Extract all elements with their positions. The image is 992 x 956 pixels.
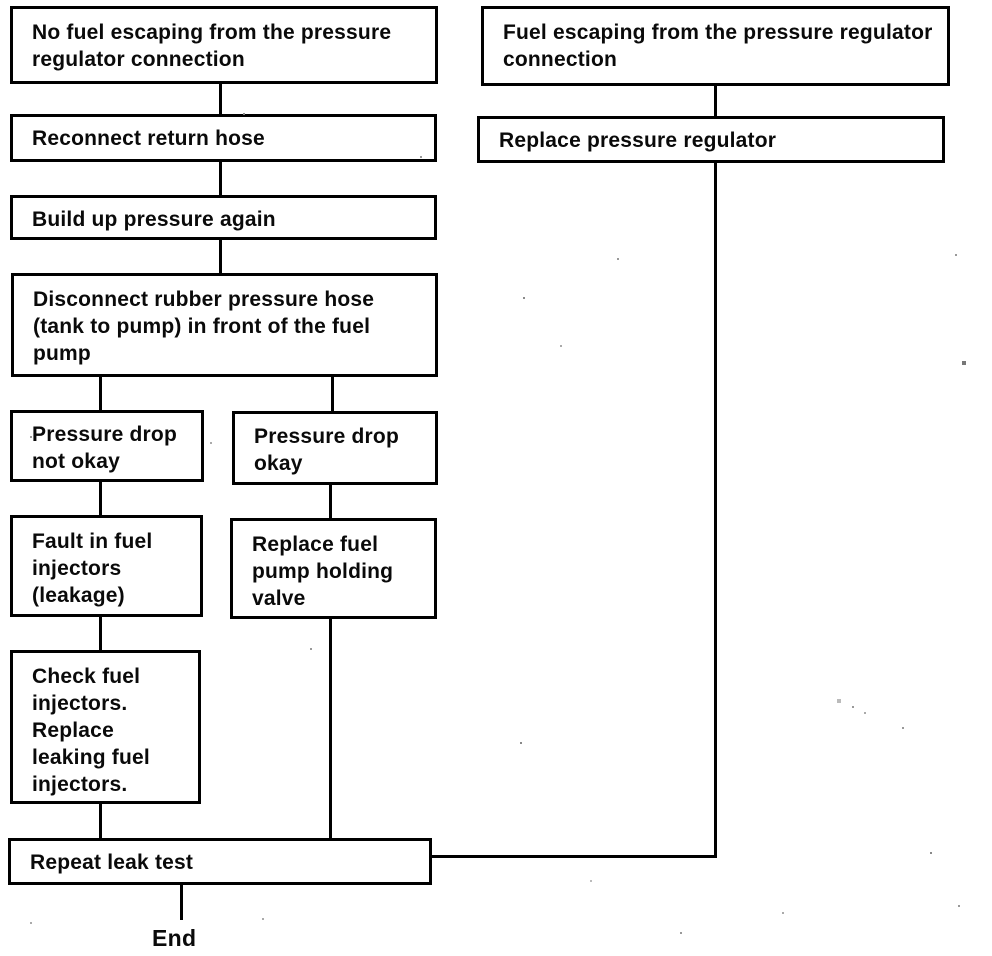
flow-box-fuel-escaping: Fuel escaping from the pressure regulato… <box>481 6 950 86</box>
connector-repeat-to-end <box>180 885 183 920</box>
scan-noise-speckles <box>0 0 2 2</box>
flow-box-replace-regulator: Replace pressure regulator <box>477 116 945 163</box>
flow-box-check-injectors: Check fuel injectors. Replace leaking fu… <box>10 650 201 804</box>
connector-check-to-repeat <box>99 804 102 838</box>
connector-disconnect-to-notokay <box>99 377 102 410</box>
flow-box-no-fuel-escaping: No fuel escaping from the pressure regul… <box>10 6 438 84</box>
connector-nofuel-to-reconnect <box>219 84 222 117</box>
flow-box-reconnect-return-hose: Reconnect return hose <box>10 114 437 162</box>
connector-reconnect-to-buildup <box>219 162 222 196</box>
connector-replace-regulator-down <box>714 163 717 858</box>
flow-box-fault-in-injectors: Fault in fuel injectors (leakage) <box>10 515 203 617</box>
flow-box-build-up-pressure: Build up pressure again <box>10 195 437 240</box>
connector-notokay-to-fault <box>99 482 102 515</box>
connector-disconnect-to-okay <box>331 377 334 411</box>
flow-box-repeat-leak-test: Repeat leak test <box>8 838 432 885</box>
flow-box-replace-holding-valve: Replace fuel pump holding valve <box>230 518 437 619</box>
connector-buildup-to-disconnect <box>219 240 222 273</box>
end-label: End <box>152 925 197 951</box>
flow-box-pressure-drop-not-okay: Pressure drop not okay <box>10 410 204 482</box>
connector-valve-to-repeat <box>329 619 332 838</box>
connector-fault-to-check <box>99 617 102 650</box>
connector-fuelescaping-to-replace <box>714 86 717 116</box>
flow-box-disconnect-hose: Disconnect rubber pressure hose (tank to… <box>11 273 438 377</box>
connector-right-to-repeat <box>432 855 717 858</box>
connector-okay-to-valve <box>329 485 332 518</box>
flow-box-pressure-drop-okay: Pressure drop okay <box>232 411 438 485</box>
